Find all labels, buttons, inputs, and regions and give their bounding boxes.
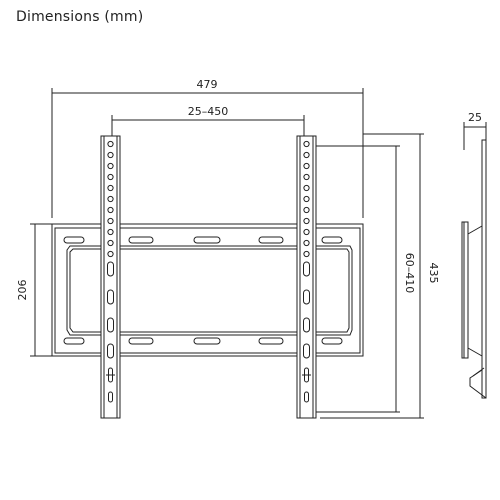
left-arm xyxy=(100,135,121,419)
width-dimension xyxy=(51,88,364,218)
vesa-horizontal-dimension xyxy=(111,115,305,140)
diagram-title: Dimensions (mm) xyxy=(16,9,144,25)
vesa-vertical-dimension xyxy=(310,145,400,413)
plate-height-dimension xyxy=(30,223,52,357)
wall-plate xyxy=(51,223,364,357)
overall-width-label: 479 xyxy=(197,78,218,91)
plate-height-label: 206 xyxy=(16,280,29,301)
side-profile xyxy=(461,122,487,399)
right-arm xyxy=(296,135,317,419)
depth-label: 25 xyxy=(468,111,482,124)
overall-height-dimension xyxy=(320,133,424,419)
overall-height-label: 435 xyxy=(427,263,440,284)
vesa-horizontal-label: 25–450 xyxy=(188,105,229,118)
vesa-vertical-label: 60–410 xyxy=(403,253,416,294)
